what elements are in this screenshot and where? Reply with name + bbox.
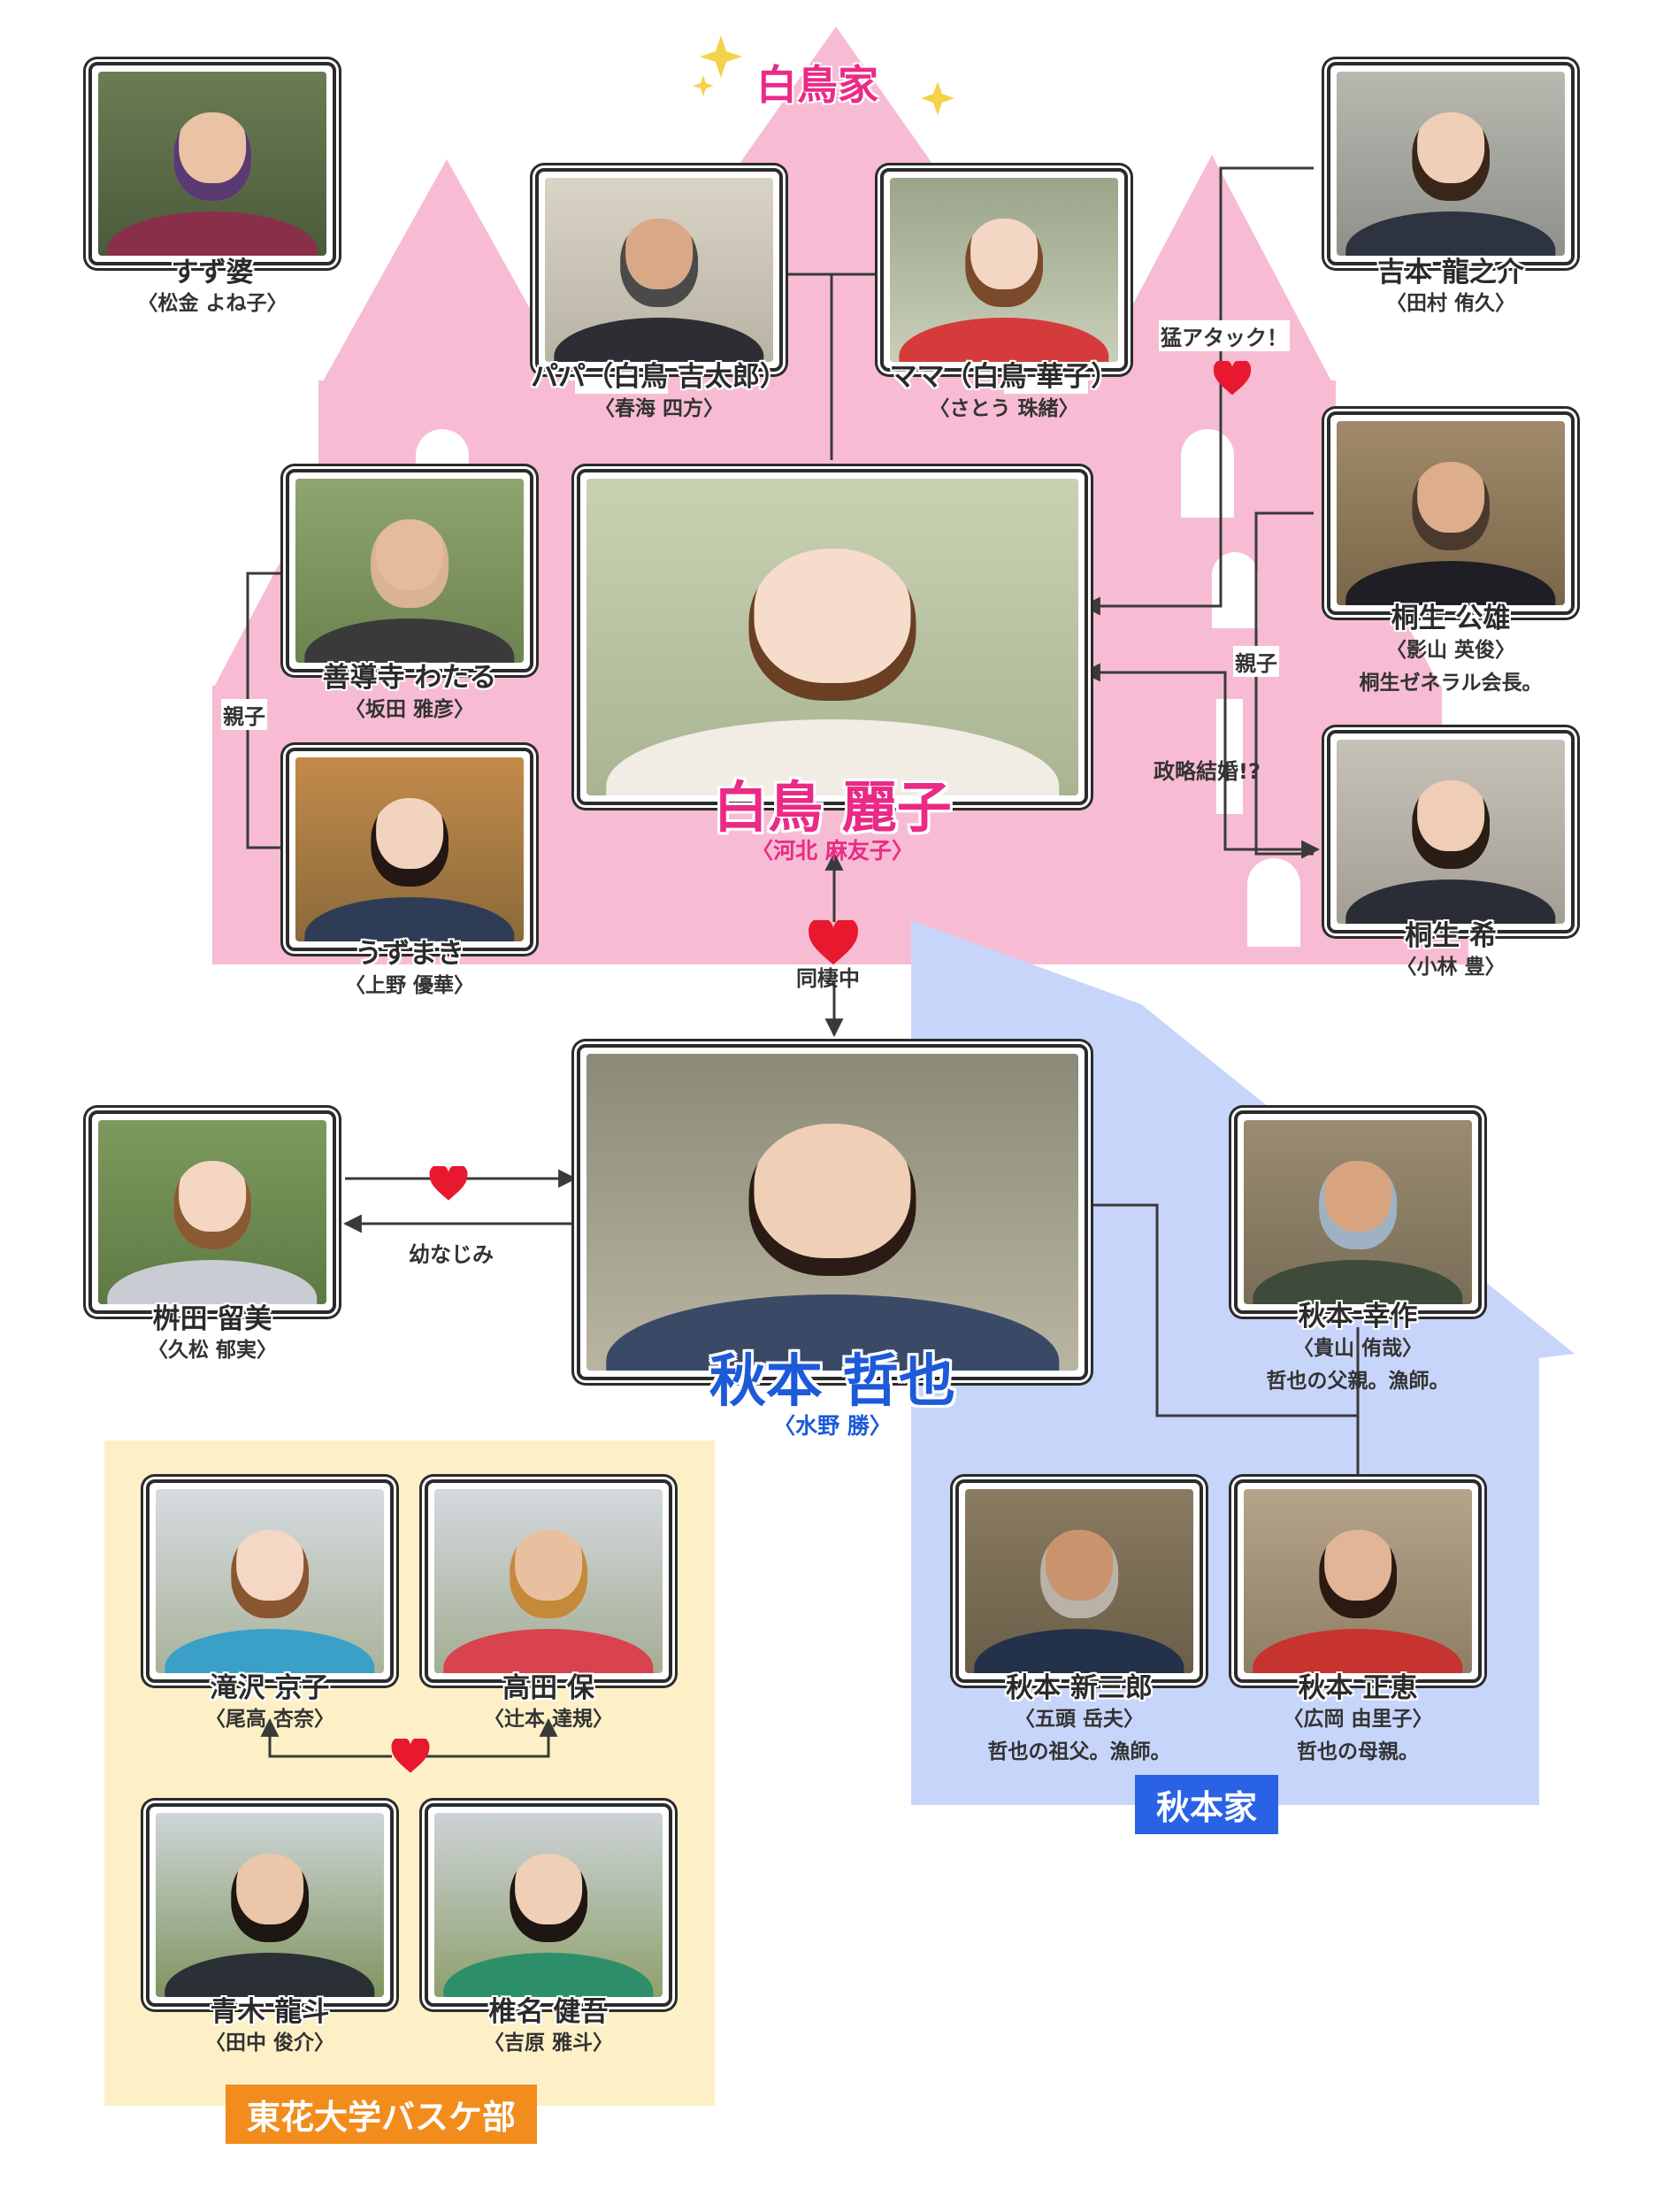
actor-name: 〈田村 侑久〉 [1385,292,1516,315]
heart-icon [1214,361,1251,396]
character-name: パパ（白鳥 吉太郎） [531,361,787,393]
portrait-photo [1337,72,1565,256]
character-card-mama [880,168,1128,372]
character-name: 滝沢 京子 [210,1672,330,1704]
character-card-kosaku [1234,1110,1482,1314]
actor-name: 〈水野 勝〉 [773,1413,892,1439]
character-card-shiina [425,1803,672,2007]
main-character-name-reiko: 白鳥 麗子 [713,775,952,840]
character-card-kiryu-kimio [1327,411,1575,615]
portrait-photo [295,757,524,941]
character-card-takada [425,1479,672,1683]
actor-name: 〈広岡 由里子〉 [1283,1708,1433,1731]
portrait-photo [586,479,1078,795]
character-note: 桐生ゼネラル会長。 [1359,672,1543,695]
sparkle-icons [693,35,954,115]
portrait-photo [965,1489,1193,1673]
portrait-photo [98,1120,326,1304]
character-card-takizawa [146,1479,394,1683]
character-name: 桐生 公雄 [1391,603,1511,634]
heart-icon [809,920,858,965]
heart-icon [391,1739,430,1773]
actor-name: 〈久松 郁実〉 [147,1339,278,1362]
actor-name: 〈上野 優華〉 [344,974,475,997]
akimoto-family-tag: 秋本家 [1135,1775,1279,1834]
character-name: 秋本 新三郎 [1006,1672,1153,1704]
actor-name: 〈五頭 岳夫〉 [1014,1708,1145,1731]
actor-name: 〈田中 俊介〉 [204,2032,335,2055]
character-card-reiko [577,469,1088,805]
character-name: 青木 龍斗 [210,1996,330,2028]
relation-label-political-marriage: 政略結婚!? [1154,759,1261,784]
character-name: 秋本 正恵 [1298,1672,1418,1704]
character-card-masae [1234,1479,1482,1683]
portrait-photo [890,178,1118,362]
portrait-photo [156,1489,384,1673]
relation-label-childhood-friend: 幼なじみ [407,1237,495,1268]
relation-label-kiryu-parent-child: 親子 [1233,646,1279,677]
actor-name: 〈辻本 達規〉 [483,1708,614,1731]
character-card-zendoji [286,469,533,672]
character-name: 秋本 幸作 [1298,1301,1418,1333]
character-card-yoshimoto [1327,62,1575,265]
character-note: 哲也の父親。漁師。 [1266,1370,1450,1393]
character-note: 哲也の祖父。漁師。 [987,1740,1171,1763]
portrait-photo [156,1813,384,1997]
portrait-photo [434,1813,663,1997]
character-note: 哲也の母親。 [1297,1740,1419,1763]
actor-name: 〈河北 麻友子〉 [751,838,914,864]
portrait-photo [1244,1120,1472,1304]
actor-name: 〈尾高 杏奈〉 [204,1708,335,1731]
portrait-photo [586,1054,1078,1371]
actor-name: 〈春海 四方〉 [594,397,724,420]
portrait-photo [295,479,524,663]
relation-label-cohabitation: 同棲中 [796,966,860,991]
portrait-photo [1337,421,1565,605]
character-name: うずまき [355,938,464,970]
portrait-photo [1337,740,1565,924]
character-name: 桐生 希 [1405,920,1497,952]
character-name: 善導寺 わたる [322,662,497,694]
actor-name: 〈影山 英俊〉 [1385,639,1516,662]
actor-name: 〈さとう 珠緒〉 [929,397,1079,420]
relation-label-zendoji-parent-child: 親子 [221,699,267,730]
character-card-tetsuya [577,1044,1088,1380]
actor-name: 〈松金 よね子〉 [137,292,287,315]
heart-icon [429,1166,468,1201]
character-card-kiryu-nozomu [1327,730,1575,933]
character-name: 椎名 健吾 [488,1996,609,2028]
shiratori-family-title: 白鳥家 [756,61,878,109]
character-name: ママ（白鳥 華子） [889,361,1119,393]
main-character-name-tetsuya: 秋本 哲也 [709,1349,956,1415]
character-name: 吉本 龍之介 [1377,257,1524,288]
relation-label-aggressive-approach: 猛アタック！ [1159,320,1290,351]
actor-name: 〈坂田 雅彦〉 [344,698,475,721]
portrait-photo [545,178,773,362]
character-card-uzumaki [286,748,533,951]
basket-club-tag: 東花大学バスケ部 [226,2085,538,2144]
character-card-suzu [88,62,336,265]
character-name: 高田 保 [502,1672,594,1704]
character-card-aoki [146,1803,394,2007]
actor-name: 〈貴山 侑哉〉 [1292,1337,1423,1360]
character-card-papa [535,168,783,372]
character-name: すず婆 [171,257,254,288]
character-name: 桝田 留美 [152,1303,272,1335]
actor-name: 〈吉原 雅斗〉 [483,2032,614,2055]
actor-name: 〈小林 豊〉 [1396,956,1506,979]
portrait-photo [1244,1489,1472,1673]
portrait-photo [98,72,326,256]
character-card-shinzaburo [955,1479,1203,1683]
character-card-masuda [88,1110,336,1314]
portrait-photo [434,1489,663,1673]
